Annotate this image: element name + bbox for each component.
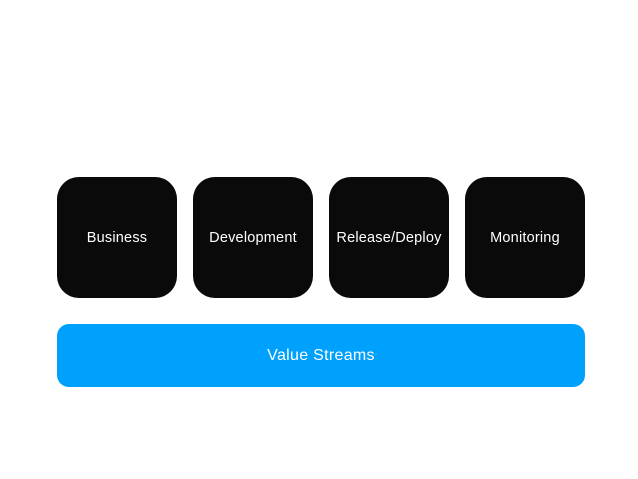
stage-label-development: Development: [209, 229, 297, 246]
stage-box-development: Development: [193, 177, 313, 298]
stage-label-monitoring: Monitoring: [490, 229, 560, 246]
value-streams-bar: Value Streams: [57, 324, 585, 387]
stage-box-business: Business: [57, 177, 177, 298]
stage-box-release-deploy: Release/Deploy: [329, 177, 449, 298]
stage-label-release-deploy: Release/Deploy: [336, 229, 442, 246]
stage-label-business: Business: [86, 229, 148, 246]
stage-box-monitoring: Monitoring: [465, 177, 585, 298]
value-streams-label: Value Streams: [267, 346, 375, 364]
pipeline-stages-row: Business Development Release/Deploy Moni…: [57, 177, 585, 298]
